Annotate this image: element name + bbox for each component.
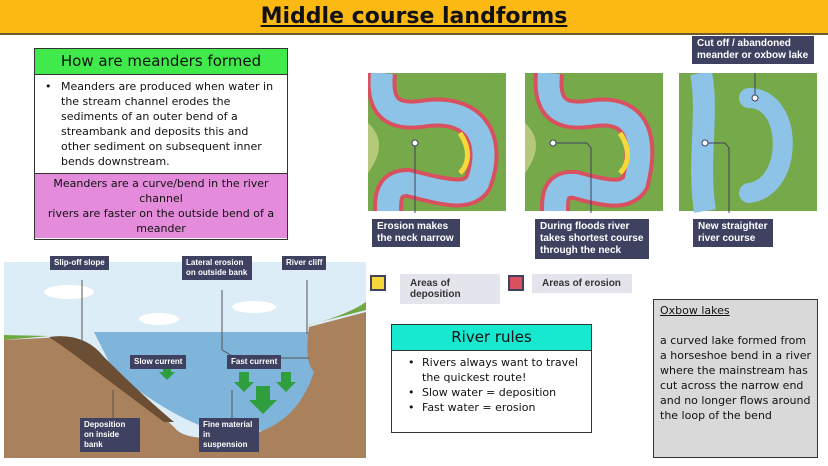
note-line-1: Meanders are a curve/bend in the river c… — [53, 177, 269, 205]
meanders-note: Meanders are a curve/bend in the river c… — [35, 173, 287, 238]
meanders-bullet: Meanders are produced when water in the … — [41, 79, 281, 169]
label-fine-material: Fine material in suspension — [199, 418, 259, 452]
rule-item: Fast water = erosion — [404, 400, 585, 415]
label-oxbow: Cut off / abandoned meander or oxbow lak… — [692, 36, 814, 64]
label-stage-2: During floods river takes shortest cours… — [535, 219, 649, 259]
erosion-swatch — [508, 275, 524, 291]
note-line-2: rivers are faster on the outside bend of… — [47, 207, 275, 235]
label-deposition-inside: Deposition on inside bank — [80, 418, 140, 452]
oxbow-text: a curved lake formed from a horseshoe be… — [660, 334, 811, 422]
label-slow-current: Slow current — [130, 355, 187, 369]
oxbow-box: Oxbow lakes a curved lake formed from a … — [653, 299, 818, 458]
stage-3-panel — [679, 73, 817, 213]
label-stage-3: New straighter river course — [693, 219, 773, 247]
oxbow-heading: Oxbow lakes — [660, 304, 730, 317]
label-stage-1: Erosion makes the neck narrow — [372, 219, 460, 247]
rule-item: Rivers always want to travel the quickes… — [404, 355, 585, 385]
meanders-heading: How are meanders formed — [35, 49, 287, 75]
fast-current-arrows-icon — [234, 372, 296, 414]
page-title: Middle course landforms — [260, 4, 568, 29]
meanders-box: How are meanders formed Meanders are pro… — [34, 48, 288, 240]
river-rules-box: River rules Rivers always want to travel… — [391, 324, 592, 433]
meander-diagrams — [368, 73, 817, 213]
deposition-swatch — [370, 275, 386, 291]
legend-erosion: Areas of erosion — [532, 274, 632, 293]
title-bar: Middle course landforms — [0, 0, 828, 35]
label-river-cliff: River cliff — [282, 256, 327, 270]
label-slip-off-slope: Slip-off slope — [50, 256, 109, 270]
label-lateral-erosion: Lateral erosion on outside bank — [182, 256, 252, 280]
river-rules-heading: River rules — [392, 325, 591, 351]
rule-item: Slow water = deposition — [404, 385, 585, 400]
stage-1-panel — [368, 73, 506, 213]
label-fast-current: Fast current — [227, 355, 282, 369]
legend-deposition: Areas of deposition — [400, 274, 500, 304]
stage-2-panel — [525, 73, 663, 213]
